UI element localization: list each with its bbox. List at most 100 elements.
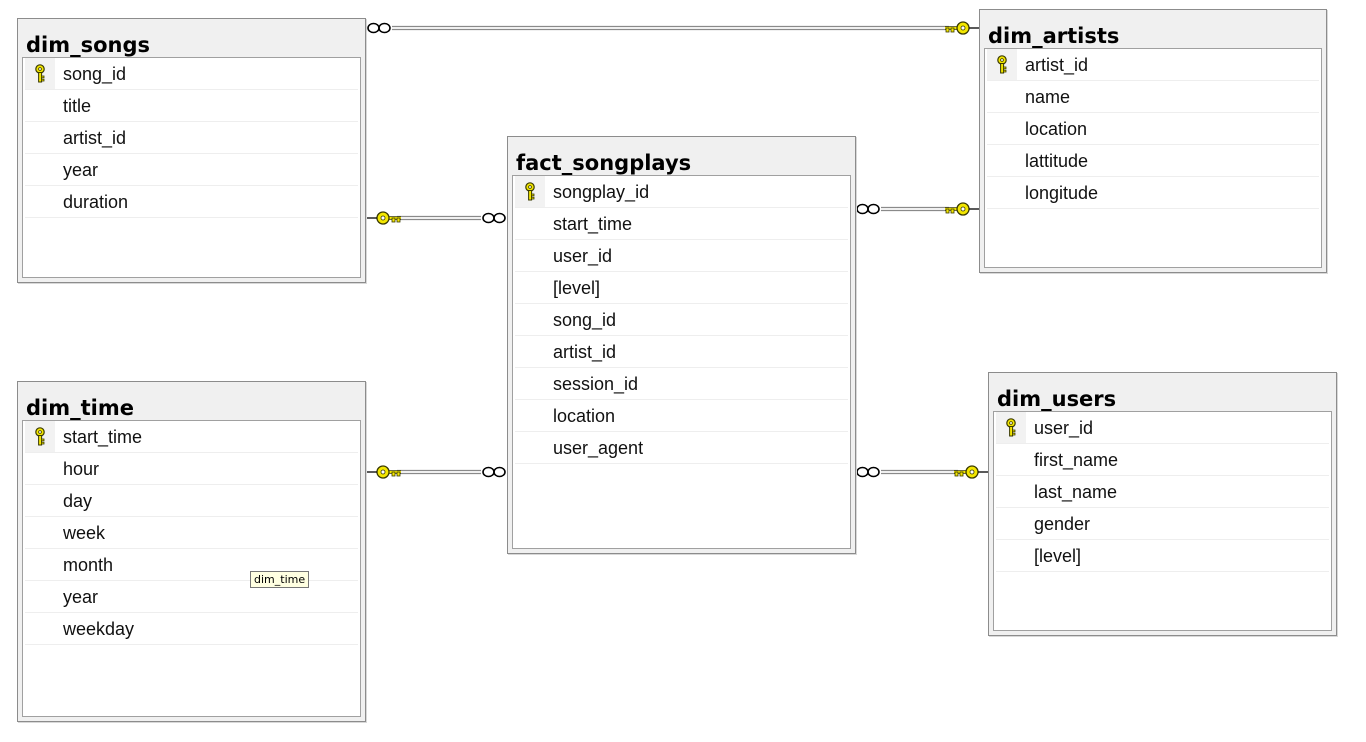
column-name: last_name <box>1034 482 1118 502</box>
column-row[interactable]: [level] <box>996 540 1329 572</box>
column-row[interactable]: title <box>25 90 358 122</box>
column-row[interactable]: hour <box>25 453 358 485</box>
column-name: artist_id <box>1025 55 1089 75</box>
table-title: dim_songs <box>26 33 151 57</box>
column-row[interactable]: song_id <box>25 58 358 90</box>
row-selector <box>987 81 1017 112</box>
row-selector <box>25 613 55 644</box>
many-end-icon <box>856 203 880 215</box>
column-row[interactable]: start_time <box>515 208 848 240</box>
column-row[interactable]: songplay_id <box>515 176 848 208</box>
column-name: year <box>63 587 99 607</box>
column-row[interactable]: month <box>25 549 358 581</box>
column-row[interactable]: longitude <box>987 177 1319 209</box>
one-end-key-icon <box>376 211 401 225</box>
column-list: songplay_id start_time user_id [level] song_… <box>512 175 851 549</box>
column-row[interactable]: artist_id <box>987 49 1319 81</box>
relationship-line[interactable] <box>367 21 979 35</box>
column-name: start_time <box>63 427 143 447</box>
column-name: songplay_id <box>553 182 650 202</box>
column-name: [level] <box>553 278 601 298</box>
row-selector <box>996 508 1026 539</box>
row-selector <box>996 444 1026 475</box>
row-selector <box>515 432 545 463</box>
relationship-line[interactable] <box>367 465 506 479</box>
row-selector <box>25 517 55 548</box>
table-title: fact_songplays <box>516 151 692 175</box>
relationship-line[interactable] <box>367 211 506 225</box>
column-name: gender <box>1034 514 1091 534</box>
column-row[interactable]: year <box>25 154 358 186</box>
column-row[interactable]: weekday <box>25 613 358 645</box>
column-row[interactable]: artist_id <box>515 336 848 368</box>
primary-key-icon <box>25 421 55 452</box>
column-row[interactable]: lattitude <box>987 145 1319 177</box>
many-end-icon <box>856 466 880 478</box>
column-row[interactable]: duration <box>25 186 358 218</box>
one-end-key-icon <box>954 465 979 479</box>
row-selector <box>25 549 55 580</box>
column-name: session_id <box>553 374 639 394</box>
column-row[interactable]: [level] <box>515 272 848 304</box>
column-name: location <box>1025 119 1088 139</box>
column-row[interactable]: location <box>515 400 848 432</box>
row-selector <box>996 540 1026 571</box>
table-title: dim_artists <box>988 24 1120 48</box>
column-row[interactable]: name <box>987 81 1319 113</box>
column-row[interactable]: session_id <box>515 368 848 400</box>
column-name: week <box>63 523 106 543</box>
row-selector <box>987 177 1017 208</box>
column-row[interactable]: user_agent <box>515 432 848 464</box>
column-row[interactable]: location <box>987 113 1319 145</box>
relationship-line[interactable] <box>856 202 979 216</box>
row-selector <box>515 272 545 303</box>
column-row[interactable]: artist_id <box>25 122 358 154</box>
many-end-icon <box>482 466 506 478</box>
row-selector <box>25 154 55 185</box>
row-selector <box>515 304 545 335</box>
column-name: month <box>63 555 114 575</box>
row-selector <box>25 581 55 612</box>
row-selector <box>987 113 1017 144</box>
one-end-key-icon <box>945 21 970 35</box>
column-name: user_agent <box>553 438 644 458</box>
column-row[interactable]: gender <box>996 508 1329 540</box>
column-row[interactable]: year <box>25 581 358 613</box>
row-selector <box>25 122 55 153</box>
row-selector <box>25 485 55 516</box>
column-row[interactable]: last_name <box>996 476 1329 508</box>
column-name: hour <box>63 459 100 479</box>
column-name: longitude <box>1025 183 1099 203</box>
row-selector <box>515 368 545 399</box>
column-row[interactable]: user_id <box>996 412 1329 444</box>
column-name: user_id <box>553 246 613 266</box>
relationship-line[interactable] <box>856 465 988 479</box>
column-name: weekday <box>63 619 135 639</box>
column-row[interactable]: week <box>25 517 358 549</box>
column-name: artist_id <box>63 128 127 148</box>
row-selector <box>25 90 55 121</box>
column-row[interactable]: day <box>25 485 358 517</box>
column-row[interactable]: start_time <box>25 421 358 453</box>
column-name: user_id <box>1034 418 1094 438</box>
primary-key-icon <box>996 412 1026 443</box>
primary-key-icon <box>25 58 55 89</box>
column-name: first_name <box>1034 450 1119 470</box>
column-row[interactable]: song_id <box>515 304 848 336</box>
many-end-icon <box>367 22 391 34</box>
row-selector <box>25 186 55 217</box>
one-end-key-icon <box>945 202 970 216</box>
column-row[interactable]: first_name <box>996 444 1329 476</box>
column-row[interactable]: user_id <box>515 240 848 272</box>
column-name: year <box>63 160 99 180</box>
